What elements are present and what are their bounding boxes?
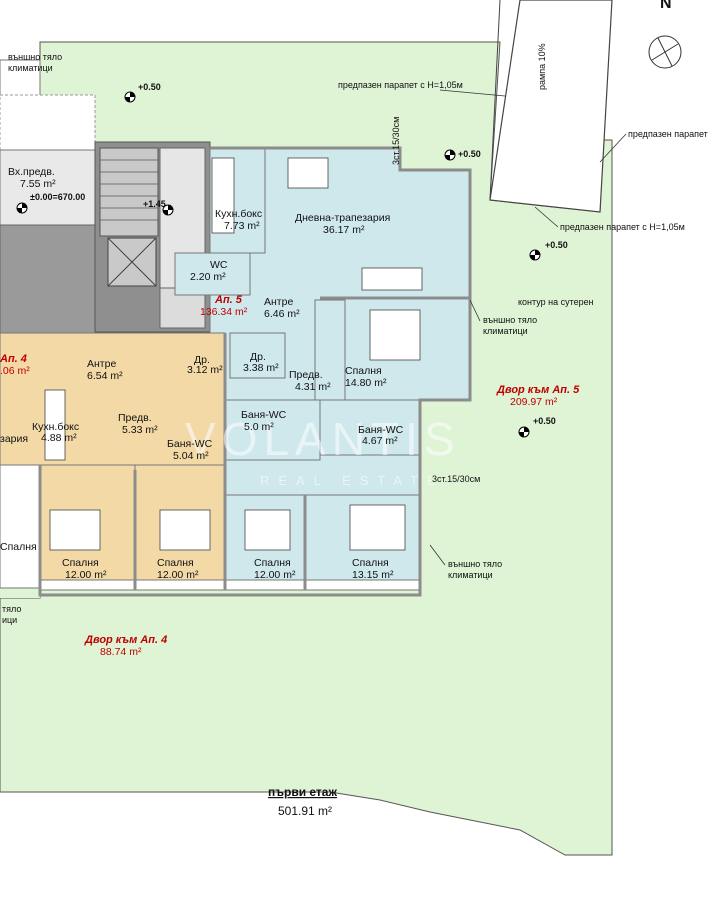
room-area: 6.54 m² — [87, 370, 123, 382]
level-marker: +0.50 — [124, 82, 161, 103]
apt4-name: Ап. 4 — [0, 353, 27, 365]
svg-text:+0.50: +0.50 — [138, 82, 161, 92]
room-name: Спалня — [62, 557, 99, 569]
room-name: Спалня — [0, 541, 37, 553]
room-area: 12.00 m² — [254, 569, 296, 581]
level-marker: +0.50 — [444, 149, 481, 161]
room-name: Спалня — [345, 365, 382, 377]
room-area: 12.00 m² — [157, 569, 199, 581]
room-name: Спалня — [157, 557, 194, 569]
room-name: Антре — [87, 358, 116, 370]
room-name: Дневна-трапезария — [295, 212, 390, 224]
entrance-zone — [0, 59, 96, 336]
north-arrow: N — [648, 0, 682, 69]
furniture — [44, 157, 423, 551]
apt5-area: 136.34 m² — [200, 306, 248, 318]
lobby-name: Вх.предв. — [8, 166, 55, 178]
svg-text:+0.50: +0.50 — [458, 149, 481, 159]
svg-text:+0.50: +0.50 — [545, 240, 568, 250]
apt4-area: .06 m² — [0, 365, 30, 377]
floor-area: 501.91 m² — [278, 804, 332, 818]
room-area: 3.38 m² — [243, 362, 279, 374]
ac-unit-top-label-1: външно тяло — [8, 52, 62, 62]
room-area: 13.15 m² — [352, 569, 394, 581]
room-name: Баня-WC — [358, 424, 404, 436]
room-name: Баня-WC — [167, 438, 213, 450]
room-area: 4.67 m² — [362, 435, 398, 447]
room-name: Баня-WC — [241, 409, 287, 421]
svg-text:+1.45: +1.45 — [143, 199, 166, 209]
ac-unit-left-label-2: ици — [2, 615, 17, 625]
level-marker: +0.50 — [529, 240, 568, 261]
ac-unit-bottom-label-2: климатици — [448, 570, 493, 580]
room-area: 14.80 m² — [345, 377, 387, 389]
room-area: 36.17 m² — [323, 224, 365, 236]
ac-unit-left-label-1: тяло — [2, 604, 21, 614]
level-markers: +0.50 +0.50 +0.50 +0.50 +1.45 ±0.00=670.… — [16, 82, 568, 438]
north-label: N — [660, 0, 672, 12]
yard4-area: 88.74 m² — [100, 646, 142, 658]
ac-unit-bottom-label-1: външно тяло — [448, 559, 502, 569]
level-marker: ±0.00=670.00 — [16, 192, 85, 214]
level-marker: +1.45 — [143, 199, 174, 216]
walls — [38, 146, 472, 597]
room-area: 5.04 m² — [173, 450, 209, 462]
room-name: Антре — [264, 296, 293, 308]
room-area: 5.33 m² — [122, 424, 158, 436]
room-name: Предв. — [289, 369, 323, 381]
room-name: Др. — [194, 354, 210, 366]
yard5-name: Двор към Ап. 5 — [496, 384, 580, 396]
apartment-5 — [174, 147, 471, 591]
room-name: Предв. — [118, 412, 152, 424]
room-name: Др. — [250, 351, 266, 363]
watermark: VOLANTIS — [185, 413, 461, 465]
ac-unit-top-label-2: климатици — [8, 63, 53, 73]
watermark-sub: REAL ESTATE — [260, 473, 445, 488]
floor-name: първи етаж — [268, 785, 337, 799]
ac-unit-right-label-2: климатици — [483, 326, 528, 336]
level-marker: +0.50 — [518, 416, 556, 438]
parapet-label-2: предпазен парапет — [628, 129, 708, 139]
room-area: 4.88 m² — [41, 432, 77, 444]
ac-unit-right-label-1: външно тяло — [483, 315, 537, 325]
stairwell — [94, 141, 211, 333]
stairs-note-1: 3ст.15/30см — [391, 117, 401, 165]
room-name: Спалня — [352, 557, 389, 569]
room-area: 3.12 m² — [187, 364, 223, 376]
room-area: 6.46 m² — [264, 308, 300, 320]
basement-outline-label: контур на сутерен — [518, 297, 594, 307]
room-labels: Вх.предв. 7.55 m² Ап. 5 136.34 m² Кухн.б… — [0, 166, 580, 818]
parapet-label-3: предпазен парапет с Н=1,05м — [560, 222, 685, 232]
yard4-name: Двор към Ап. 4 — [84, 634, 167, 646]
ramp-label: рампа 10% — [537, 43, 547, 90]
room-name: Спалня — [254, 557, 291, 569]
stairs-note-2: 3ст.15/30см — [432, 474, 480, 484]
parapet-label-1: предпазен парапет с Н=1,05м — [338, 80, 463, 90]
room-name: Кухн.бокс — [32, 421, 79, 433]
yard5-area: 209.97 m² — [510, 396, 558, 408]
room-area: 12.00 m² — [65, 569, 107, 581]
annotations: външно тяло климатици предпазен парапет … — [2, 52, 708, 625]
apt5-name: Ап. 5 — [214, 294, 243, 306]
ramp: рампа 10% — [489, 0, 613, 213]
room-name: Кухн.бокс — [215, 208, 262, 220]
svg-text:+0.50: +0.50 — [533, 416, 556, 426]
room-area: 2.20 m² — [190, 271, 226, 283]
room-area: 4.31 m² — [295, 381, 331, 393]
svg-text:±0.00=670.00: ±0.00=670.00 — [30, 192, 85, 202]
room-area: 7.73 m² — [224, 220, 260, 232]
room-name: WC — [210, 259, 228, 271]
room-name: зария — [0, 433, 28, 445]
room-area: 5.0 m² — [244, 421, 274, 433]
lobby-area: 7.55 m² — [20, 178, 56, 190]
